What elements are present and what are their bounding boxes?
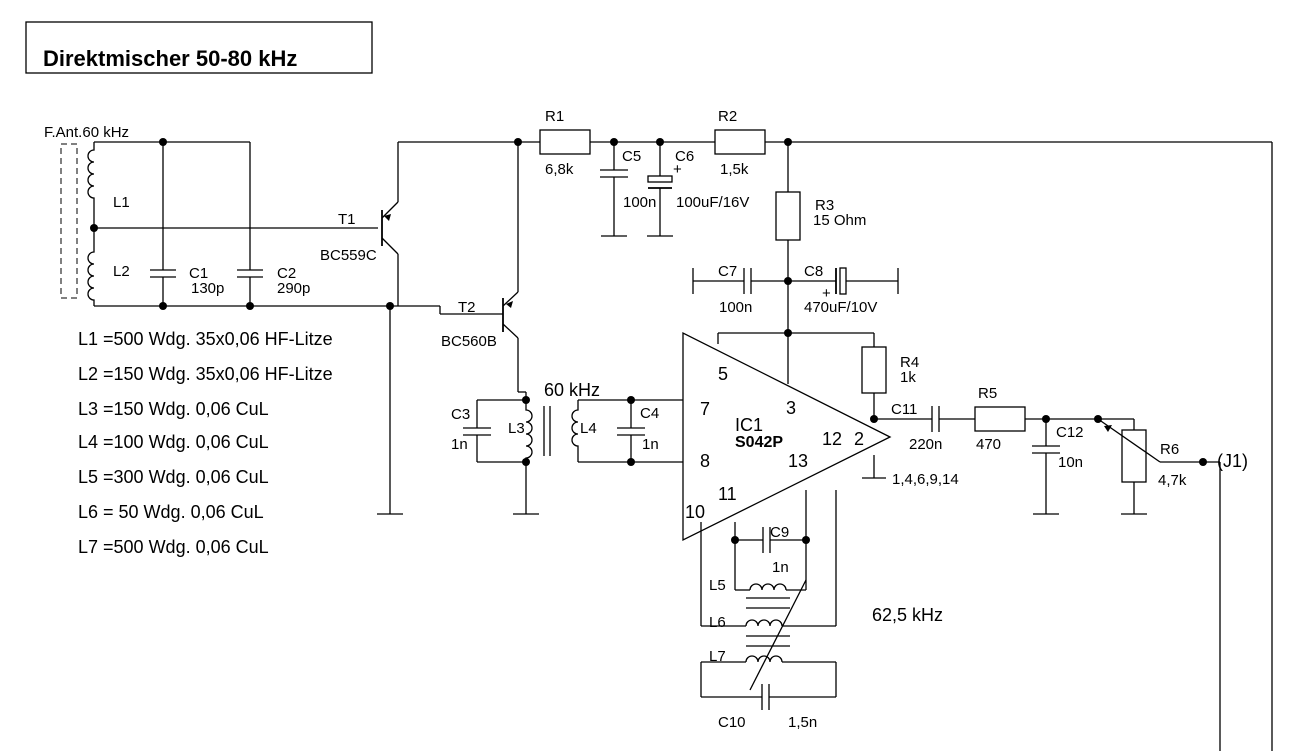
C10-label: C10 <box>718 714 746 731</box>
T1-ref: T1 <box>338 211 356 228</box>
C8-label: C8 <box>804 263 823 280</box>
C11-value: 220n <box>909 436 942 453</box>
C7-value: 100n <box>719 299 752 316</box>
ic1-ref: IC1 <box>735 415 763 435</box>
pin-12: 12 <box>822 429 842 449</box>
C7-label: C7 <box>718 263 737 280</box>
winding-note: L6 = 50 Wdg. 0,06 CuL <box>78 502 264 522</box>
freq-62-5khz: 62,5 kHz <box>872 605 943 625</box>
coil-L2 <box>87 228 95 306</box>
R1-ref: R1 <box>545 108 564 125</box>
resistor-R3 <box>775 191 801 241</box>
resistor-R5 <box>974 406 1026 432</box>
pin-3: 3 <box>786 398 796 418</box>
plus-sign: + <box>673 161 682 178</box>
R6-value: 4,7k <box>1158 472 1187 489</box>
antenna-section: F.Ant.60 kHz L1 L2 C1 130p C2 290p <box>44 124 440 310</box>
coil-L7 <box>745 655 783 663</box>
pin-2: 2 <box>854 429 864 449</box>
T2-ref: T2 <box>458 299 476 316</box>
pin-11: 11 <box>718 484 737 504</box>
C2-label: C2 <box>277 265 296 282</box>
winding-note: L7 =500 Wdg. 0,06 CuL <box>78 537 269 557</box>
coil-L1 <box>87 142 95 228</box>
oscillator-tank: C9 1n L5 L6 L7 C10 1,5n <box>700 490 943 731</box>
R6-ref: R6 <box>1160 441 1179 458</box>
winding-note: L5 =300 Wdg. 0,06 CuL <box>78 467 269 487</box>
pin-10: 10 <box>685 502 705 522</box>
winding-notes: L1 =500 Wdg. 35x0,06 HF-Litze L2 =150 Wd… <box>78 329 333 557</box>
R5-value: 470 <box>976 436 1001 453</box>
resistor-R1 <box>539 129 591 155</box>
ferrite-rod-outline <box>60 143 78 299</box>
C12-value: 10n <box>1058 454 1083 471</box>
R3-value: 15 Ohm <box>813 212 866 229</box>
coil-L6 <box>745 619 783 627</box>
C2-value: 290p <box>277 280 310 297</box>
L6-label: L6 <box>709 614 726 631</box>
ic1-amplifier: 5 7 3 IC1 S042P 12 2 8 13 11 10 R4 1k 1,… <box>682 329 959 542</box>
output-stage: C11 220n R5 470 C12 10n R6 4,7k (J1) <box>874 385 1248 751</box>
freq-60khz: 60 kHz <box>544 380 600 400</box>
C5-label: C5 <box>622 148 641 165</box>
winding-note: L3 =150 Wdg. 0,06 CuL <box>78 399 269 419</box>
J1-label: (J1) <box>1217 451 1248 471</box>
T1-type: BC559C <box>320 247 377 264</box>
plus-sign-c8: + <box>822 285 831 302</box>
L5-label: L5 <box>709 577 726 594</box>
resistor-R2 <box>714 129 766 155</box>
pin-13: 13 <box>788 451 808 471</box>
C4-label: C4 <box>640 405 659 422</box>
winding-note: L1 =500 Wdg. 35x0,06 HF-Litze <box>78 329 333 349</box>
ic1-type: S042P <box>735 434 783 451</box>
R4-ref: R4 <box>900 354 919 371</box>
L4-label: L4 <box>580 420 597 437</box>
L2-label: L2 <box>113 263 130 280</box>
L1-label: L1 <box>113 194 130 211</box>
R3-ref: R3 <box>815 197 834 214</box>
T2-type: BC560B <box>441 333 497 350</box>
winding-note: L4 =100 Wdg. 0,06 CuL <box>78 432 269 452</box>
transistor-T2: T2 BC560B <box>439 138 522 392</box>
ic1-gnd-pins: 1,4,6,9,14 <box>892 471 959 488</box>
winding-note: L2 =150 Wdg. 35x0,06 HF-Litze <box>78 364 333 384</box>
R2-ref: R2 <box>718 108 737 125</box>
C5-value: 100n <box>623 194 656 211</box>
C1-value: 130p <box>191 280 224 297</box>
C11-label: C11 <box>891 401 917 418</box>
R1-value: 6,8k <box>545 161 574 178</box>
pin-7: 7 <box>700 399 710 419</box>
C9-value: 1n <box>772 559 789 576</box>
input-tank-60khz: C3 1n L3 60 kHz L4 C4 1n <box>451 380 683 515</box>
coil-L4 <box>571 404 579 462</box>
pin-5: 5 <box>718 364 728 384</box>
transistor-T1: T1 BC559C <box>320 142 403 515</box>
C12-label: C12 <box>1056 424 1084 441</box>
C3-label: C3 <box>451 406 470 423</box>
resistor-R4 <box>861 346 887 394</box>
ic1-triangle <box>682 331 892 542</box>
R5-ref: R5 <box>978 385 997 402</box>
pin-8: 8 <box>700 451 710 471</box>
C3-value: 1n <box>451 436 468 453</box>
C8-value: 470uF/10V <box>804 299 877 316</box>
supply-filter: R1 6,8k C5 100n + C6 100uF/16V R2 1,5k R… <box>539 108 866 333</box>
antenna-label: F.Ant.60 kHz <box>44 124 129 141</box>
L7-label: L7 <box>709 648 726 665</box>
C6-value: 100uF/16V <box>676 194 749 211</box>
title-block: Direktmischer 50-80 kHz <box>25 21 373 74</box>
coil-L5 <box>749 583 787 591</box>
decoupling-C7-C8: C7 100n C8 + 470uF/10V <box>692 263 899 316</box>
L3-label: L3 <box>508 420 525 437</box>
C1-label: C1 <box>189 265 208 282</box>
C6-label: C6 <box>675 148 694 165</box>
C9-label: C9 <box>770 524 789 541</box>
coil-L3 <box>525 400 533 462</box>
C4-value: 1n <box>642 436 659 453</box>
schematic-title: Direktmischer 50-80 kHz <box>43 46 297 71</box>
C10-value: 1,5n <box>788 714 817 731</box>
R4-value: 1k <box>900 369 916 386</box>
R2-value: 1,5k <box>720 161 749 178</box>
